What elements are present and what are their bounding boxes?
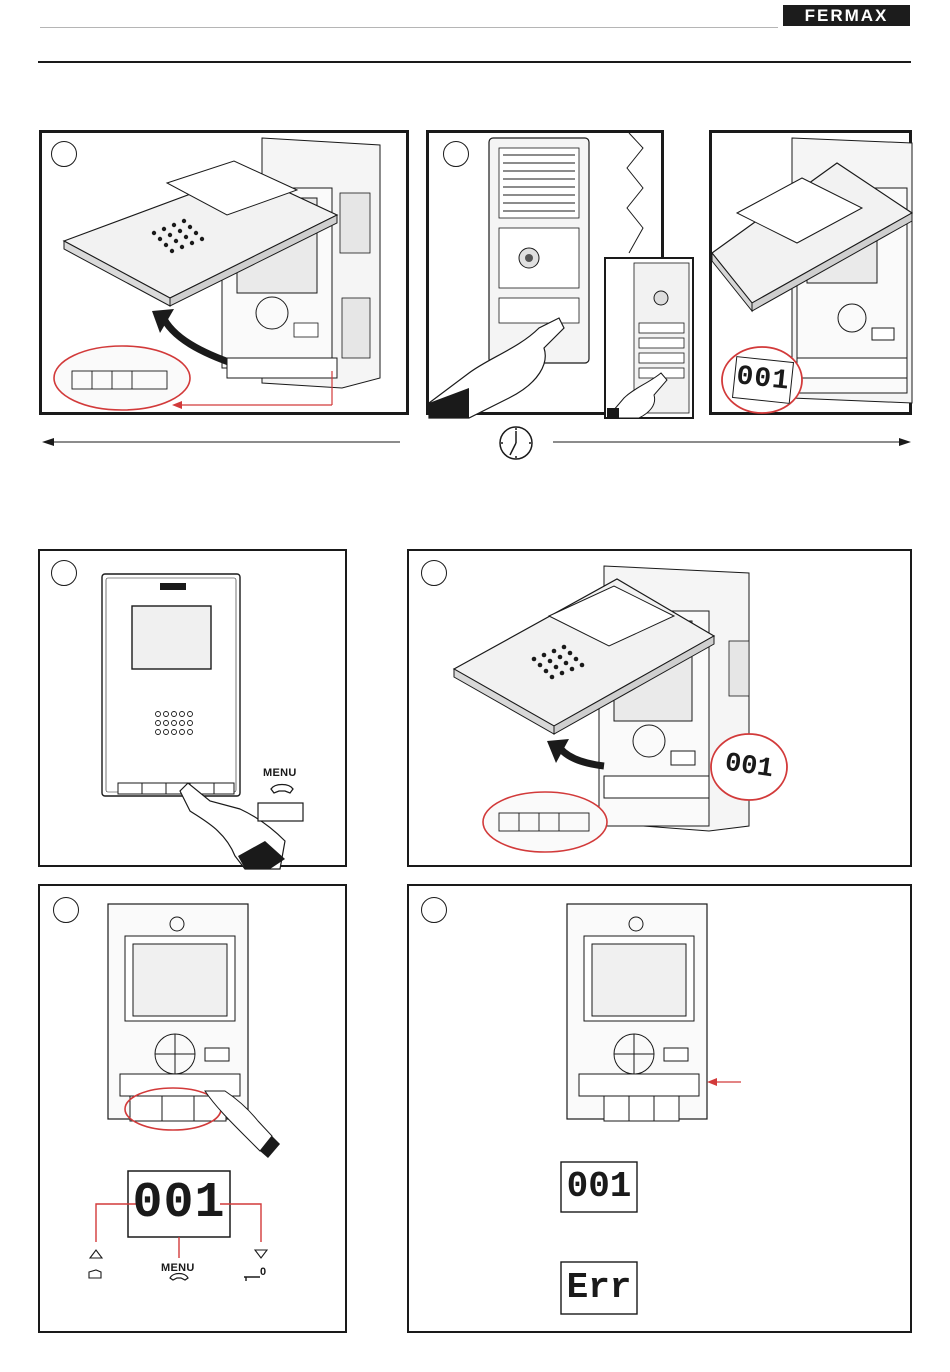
panel-step-1 [39,130,409,415]
door-key-digit: 0 [260,1266,266,1278]
panel-step-4: MENU [38,549,347,867]
panel-step-6: 001 MENU 0 [38,884,347,1333]
key-icon [244,1277,260,1281]
cover-open-illustration [42,133,412,418]
monitor-illustration [40,551,349,869]
triangle-up-icon [90,1250,102,1258]
camera-icon [89,1270,101,1278]
timer-arrow-right [553,436,913,448]
panel-6-code-display: 001 [129,1172,229,1236]
clock-icon [498,425,534,461]
cover-lift-display-illustration [409,551,914,869]
panel-step-7: 001 Err [407,884,912,1333]
menu-key-label: MENU [263,767,297,779]
menu-keypad-label: MENU [161,1262,195,1274]
panel-7-code-display: 001 [562,1163,636,1211]
panel-5-code-display: 001 [720,745,778,788]
panel-step-5: 001 [407,549,912,867]
header-rule-thin [40,27,778,28]
brand-logo: FERMAX [783,5,910,26]
panel-7-error-display: Err [562,1263,636,1313]
panel-3-code-display: 001 [732,356,794,404]
module-save-illustration [409,886,914,1335]
triangle-down-icon [255,1250,267,1258]
panel-step-3: 001 [709,130,912,415]
press-button-illustration [429,133,667,418]
header-rule-thick [38,61,911,63]
handset-icon [170,1274,188,1281]
timer-arrow-left [42,436,402,448]
panel-step-2 [426,130,664,415]
